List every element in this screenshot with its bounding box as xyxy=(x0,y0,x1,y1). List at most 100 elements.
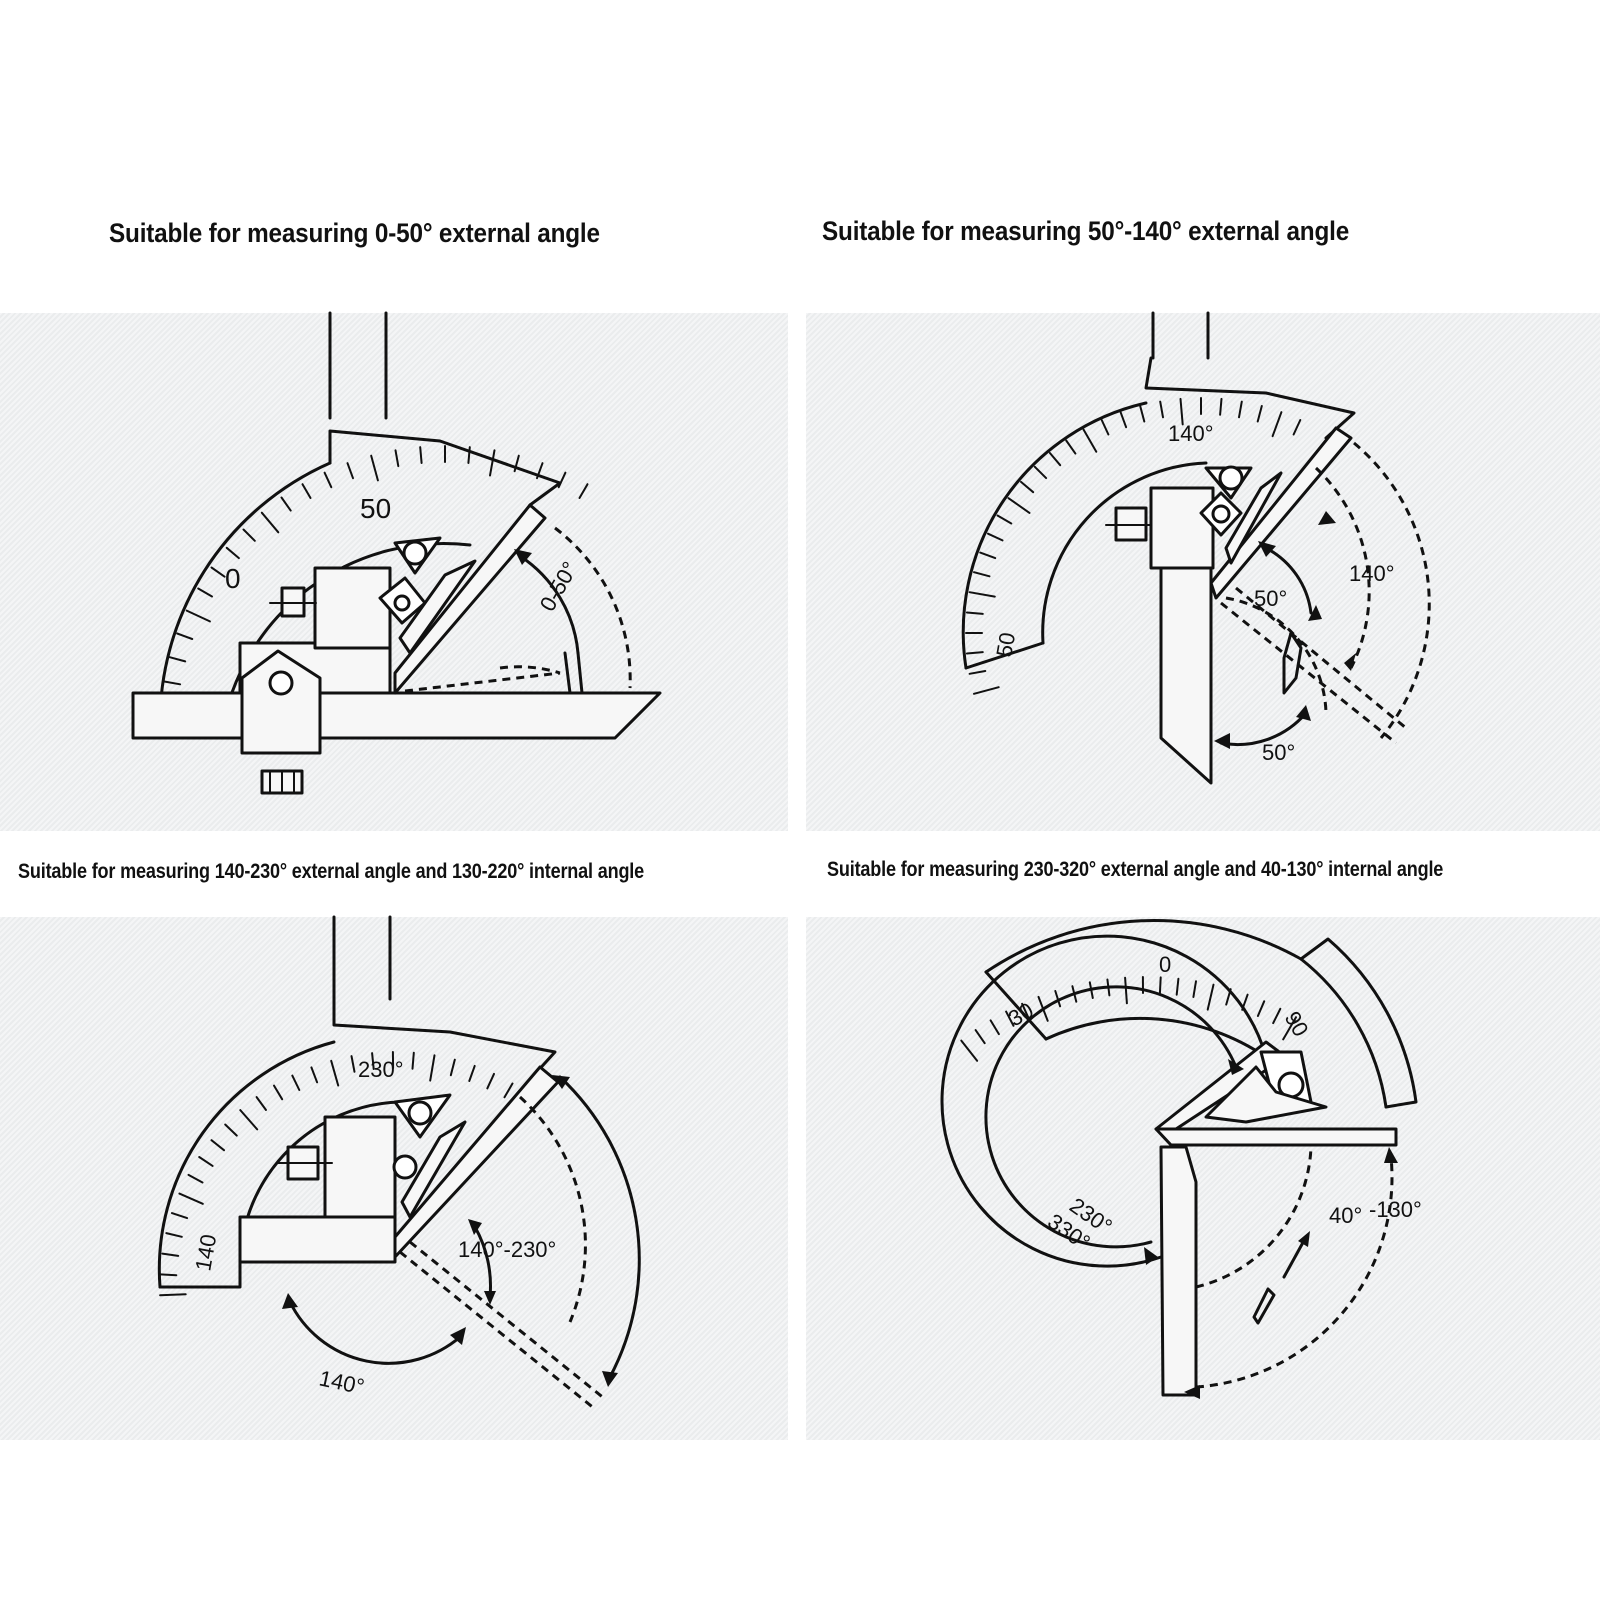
scale-tick xyxy=(489,449,496,477)
scale-tick xyxy=(1175,977,1180,996)
scale-tick xyxy=(578,483,589,499)
scale-label-140: 140 xyxy=(190,1232,221,1273)
scale-tick xyxy=(224,1123,238,1137)
scale-tick xyxy=(973,686,1000,695)
diagram-panel-140-230: 230° 140 140°-230° 140° xyxy=(0,915,788,1440)
scale-tick xyxy=(979,551,997,560)
scale-tick xyxy=(185,609,211,623)
angle-range-label: 140°-230° xyxy=(458,1237,556,1262)
scale-tick xyxy=(513,454,520,473)
scale-tick xyxy=(350,1055,356,1073)
scale-tick xyxy=(1021,1002,1030,1020)
scale-tick xyxy=(159,1273,178,1277)
scale-tick xyxy=(1271,411,1283,438)
scale-tick xyxy=(1179,397,1184,426)
scale-tick xyxy=(449,1058,456,1077)
scale-tick xyxy=(996,514,1013,525)
diagram-panel-230-320: 30 0 90 230° 330° 40° -130° xyxy=(806,917,1600,1440)
angle-label-140: 140° xyxy=(317,1365,367,1399)
scale-tick xyxy=(1292,419,1302,436)
caption-230-320-external: Suitable for measuring 230-320° external… xyxy=(827,858,1444,881)
scale-tick xyxy=(973,571,991,578)
scale-tick xyxy=(1119,411,1128,429)
scale-tick xyxy=(1219,397,1223,416)
scale-tick xyxy=(987,532,1004,542)
scale-tick xyxy=(965,611,984,615)
scale-tick xyxy=(503,1082,514,1099)
scale-tick xyxy=(1139,405,1146,423)
scale-tick xyxy=(1100,419,1110,436)
diagram-panel-50-140: 140° 50 50° 140° 50° xyxy=(806,311,1600,831)
scale-tick xyxy=(1082,428,1098,453)
scale-tick xyxy=(210,1139,225,1152)
scale-tick xyxy=(371,1052,375,1070)
protractor-diagram-0-50: 50 0 0-50° xyxy=(131,311,662,795)
scale-tick xyxy=(1159,400,1164,419)
scale-tick xyxy=(346,462,354,480)
scale-tick xyxy=(225,546,240,560)
scale-tick xyxy=(557,471,567,489)
scale-tick xyxy=(1033,465,1048,480)
scale-tick xyxy=(1054,990,1062,1008)
angle-label-50-upper: 50° xyxy=(1254,586,1287,611)
scale-tick xyxy=(161,1252,180,1257)
scale-tick xyxy=(965,651,984,655)
scale-tick xyxy=(239,1109,259,1131)
scale-tick xyxy=(291,1074,301,1091)
scale-tick xyxy=(301,483,312,499)
scale-tick xyxy=(974,1029,986,1045)
scale-label-50: 50 xyxy=(991,630,1020,658)
scale-tick xyxy=(280,496,292,512)
scale-tick xyxy=(1065,439,1077,455)
scale-tick xyxy=(1020,480,1035,494)
scale-tick xyxy=(176,632,194,640)
scale-tick xyxy=(1272,1007,1282,1025)
scale-label-0: 0 xyxy=(1159,952,1171,977)
scale-tick xyxy=(1238,400,1243,419)
angle-range-label: 0-50° xyxy=(535,557,583,615)
scale-tick xyxy=(330,1059,340,1087)
scale-tick xyxy=(323,471,333,489)
scale-tick xyxy=(1282,1016,1297,1041)
scale-tick xyxy=(968,591,996,598)
scale-tick xyxy=(159,1293,187,1297)
scale-tick xyxy=(168,656,187,663)
scale-tick xyxy=(260,511,280,534)
scale-tick xyxy=(468,1064,476,1082)
scale-tick xyxy=(1192,980,1197,998)
angle-label-140: 140° xyxy=(1349,561,1395,586)
scale-tick xyxy=(1256,1000,1266,1017)
scale-tick xyxy=(467,446,471,464)
scale-tick xyxy=(394,449,400,468)
scale-tick xyxy=(419,446,423,464)
caption-140-230-external: Suitable for measuring 140-230° external… xyxy=(18,860,645,883)
scale-tick xyxy=(170,1212,189,1220)
scale-label-140: 140° xyxy=(1168,421,1214,446)
diagram-panel-0-50: 50 0 0-50° xyxy=(0,311,788,831)
scale-tick xyxy=(486,1072,495,1090)
protractor-diagram-230-320: 30 0 90 230° 330° 40° -130° xyxy=(940,919,1422,1399)
scale-tick xyxy=(968,670,987,675)
scale-tick xyxy=(178,1192,204,1205)
scale-tick xyxy=(163,680,182,686)
scale-tick xyxy=(989,1019,1000,1036)
scale-label-230: 230° xyxy=(358,1057,404,1082)
scale-tick xyxy=(165,1232,183,1238)
scale-label-50: 50 xyxy=(360,493,391,524)
scale-tick xyxy=(1007,497,1031,514)
scale-tick xyxy=(1124,976,1128,1005)
angle-label-50-lower: 50° xyxy=(1262,740,1295,765)
caption-0-50-external: Suitable for measuring 0-50° external an… xyxy=(109,218,600,248)
protractor-diagram-140-230: 230° 140 140°-230° 140° xyxy=(157,915,641,1411)
scale-tick xyxy=(197,587,213,598)
angle-label-130: -130° xyxy=(1369,1197,1422,1222)
scale-tick xyxy=(210,566,226,578)
angle-label-40: 40° xyxy=(1329,1203,1362,1228)
scale-tick xyxy=(273,1084,284,1101)
scale-tick xyxy=(242,528,256,542)
scale-tick xyxy=(1048,452,1062,467)
scale-tick xyxy=(310,1066,319,1084)
scale-tick xyxy=(536,462,544,480)
scale-tick xyxy=(1005,1010,1015,1027)
scale-tick xyxy=(411,1051,415,1070)
